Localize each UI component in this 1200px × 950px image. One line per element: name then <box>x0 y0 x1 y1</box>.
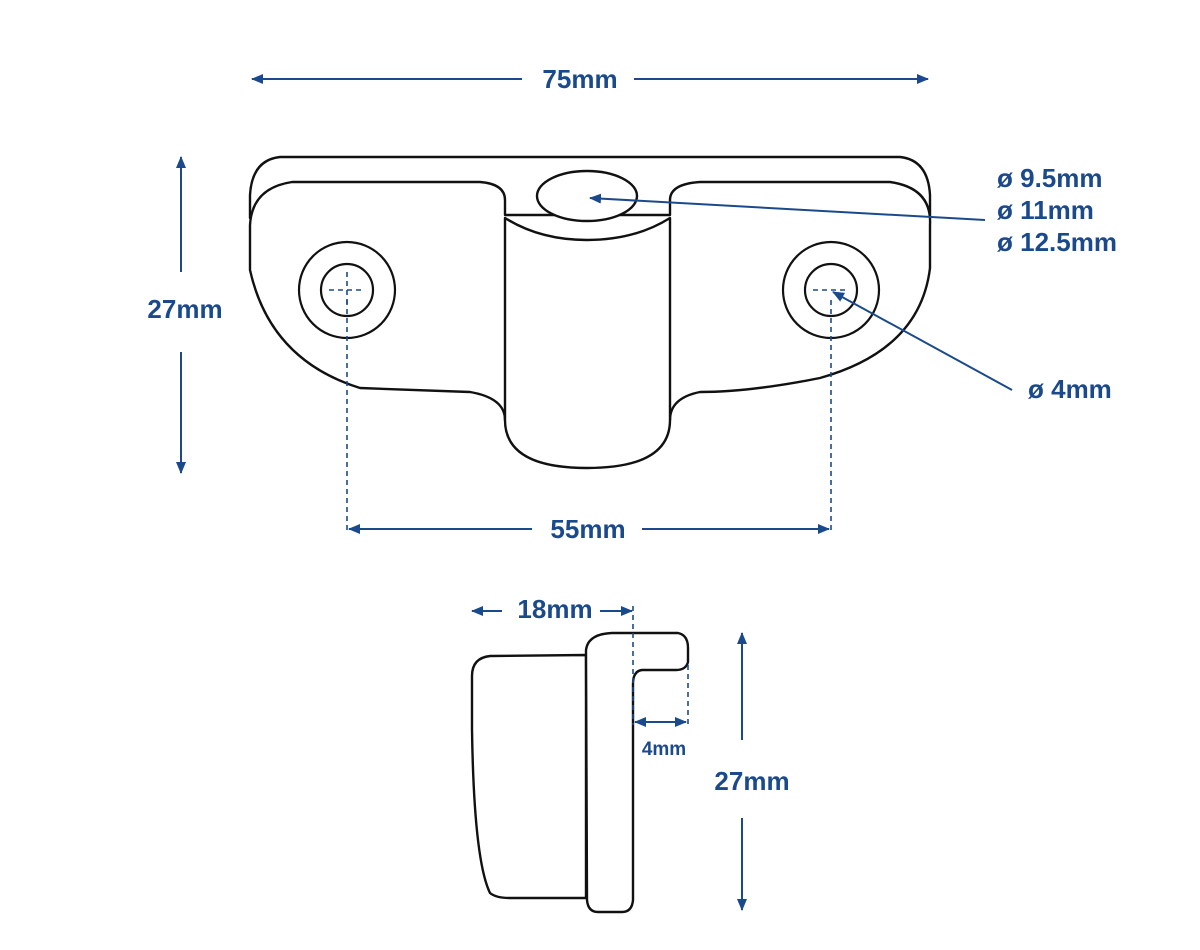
left-hole-inner <box>319 262 375 318</box>
side-body-outline <box>470 653 588 900</box>
side-view-dimensions: 18mm 4mm 27mm <box>471 594 790 911</box>
side-hook-outline <box>584 631 690 914</box>
side-view <box>470 631 690 914</box>
depth-label: 18mm <box>517 594 592 624</box>
post-diameter-3: ø 12.5mm <box>997 227 1117 257</box>
top-view-dimensions: 75mm 27mm 55mm ø 9.5mm ø 11mm ø 12.5mm ø… <box>147 64 1117 544</box>
hole-diameter-label: ø 4mm <box>1028 374 1112 404</box>
post-diameter-2: ø 11mm <box>997 195 1094 225</box>
hole-diameter-leader <box>832 291 1013 391</box>
gap-label: 4mm <box>642 739 686 760</box>
height-label: 27mm <box>147 294 222 324</box>
right-hole-inner <box>803 262 859 318</box>
post-top-ellipse <box>535 169 639 223</box>
top-view <box>248 155 932 470</box>
post-outline <box>503 216 672 470</box>
side-height-label: 27mm <box>714 766 789 796</box>
hole-spacing-label: 55mm <box>550 514 625 544</box>
post-diameter-leader <box>589 193 986 221</box>
post-diameter-1: ø 9.5mm <box>997 163 1103 193</box>
overall-length-label: 75mm <box>542 64 617 94</box>
